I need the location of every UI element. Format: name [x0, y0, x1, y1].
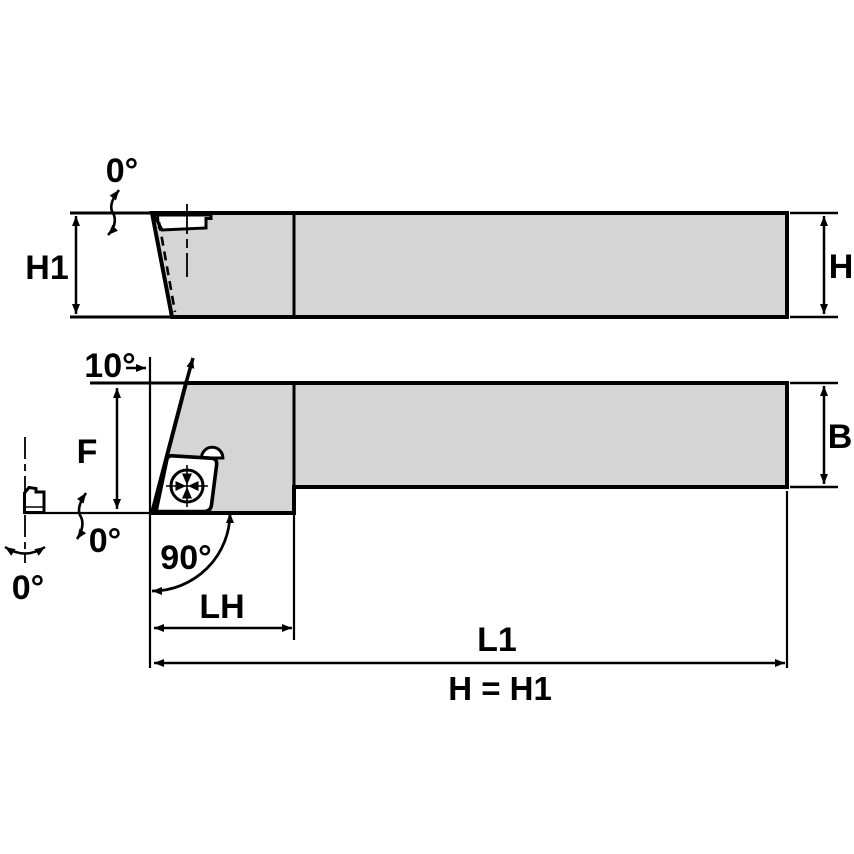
note-h-equals-h1: H = H1 [448, 670, 552, 707]
h-label: H [829, 248, 854, 286]
inclination-angle-label: 0° [89, 522, 122, 560]
screw-drive-north [182, 473, 192, 485]
end-view-insert [23, 485, 46, 514]
inclination-angle-arc [75, 492, 88, 540]
lead-angle-arc [151, 512, 234, 595]
back-angle-label: 10° [84, 347, 135, 385]
screw-drive-south [182, 487, 192, 499]
screw-drive-east [188, 481, 199, 491]
insert-screw-icon [166, 465, 208, 507]
end-view-angle-label: 0° [12, 569, 45, 607]
f-label: F [77, 433, 98, 471]
b-label: B [828, 418, 853, 456]
l1-label: L1 [477, 621, 517, 659]
top-view: 10° F 0° 0° [4, 347, 853, 707]
back-angle-edge-arrow [184, 357, 195, 384]
screw-drive-west [175, 481, 186, 491]
side-view: 0° H1 H [25, 152, 854, 319]
rake-angle-arc [107, 189, 121, 236]
clamp-pin [199, 445, 225, 460]
end-view-angle-arc [4, 545, 46, 556]
side-view-body [149, 211, 789, 319]
pocket-hidden-edge [157, 221, 177, 313]
top-view-body [149, 381, 789, 515]
end-view: 0° [4, 437, 46, 607]
h1-label: H1 [25, 249, 68, 287]
side-insert-pocket [151, 213, 213, 232]
rake-angle-label: 0° [106, 152, 139, 190]
lead-angle-label: 90° [160, 539, 211, 577]
lh-label: LH [199, 588, 244, 626]
